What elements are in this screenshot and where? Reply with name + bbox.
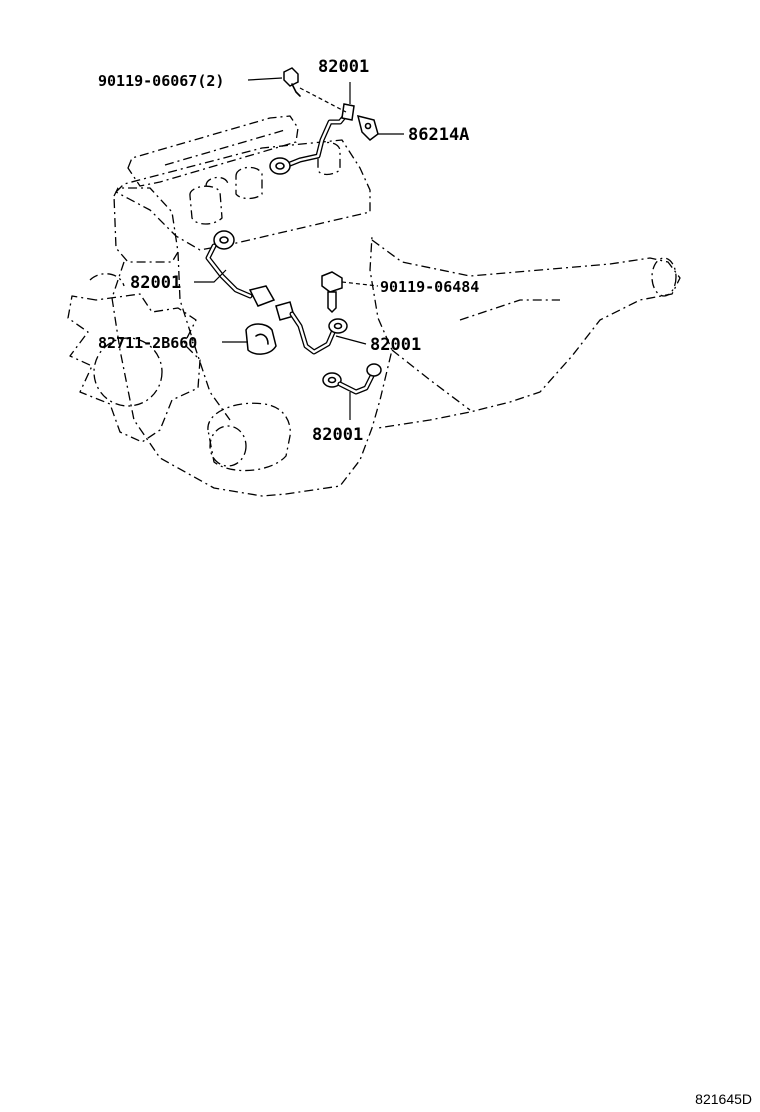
callout-harness-top: 82001 (318, 57, 369, 77)
part-bolt-mid (321, 271, 343, 314)
callout-connector: 82711-2B660 (98, 334, 197, 352)
leader-lines (194, 77, 404, 420)
callout-harness-bottom: 82001 (312, 425, 363, 445)
part-harness-bottom (322, 363, 382, 395)
callout-bolt-mid: 90119-06484 (380, 278, 479, 296)
part-connector (245, 323, 277, 355)
part-bolt-top (283, 67, 301, 97)
callout-harness-left: 82001 (130, 273, 181, 293)
part-harness-left (205, 230, 276, 307)
part-harness-mid (275, 301, 348, 355)
callout-bolt-top: 90119-06067(2) (98, 72, 224, 90)
part-clamp (356, 114, 379, 141)
callout-harness-mid: 82001 (370, 335, 421, 355)
engine-outline (67, 115, 681, 497)
drawing-code: 821645D (695, 1091, 752, 1107)
part-harness-top (269, 103, 355, 175)
callout-clamp: 86214A (408, 125, 469, 145)
